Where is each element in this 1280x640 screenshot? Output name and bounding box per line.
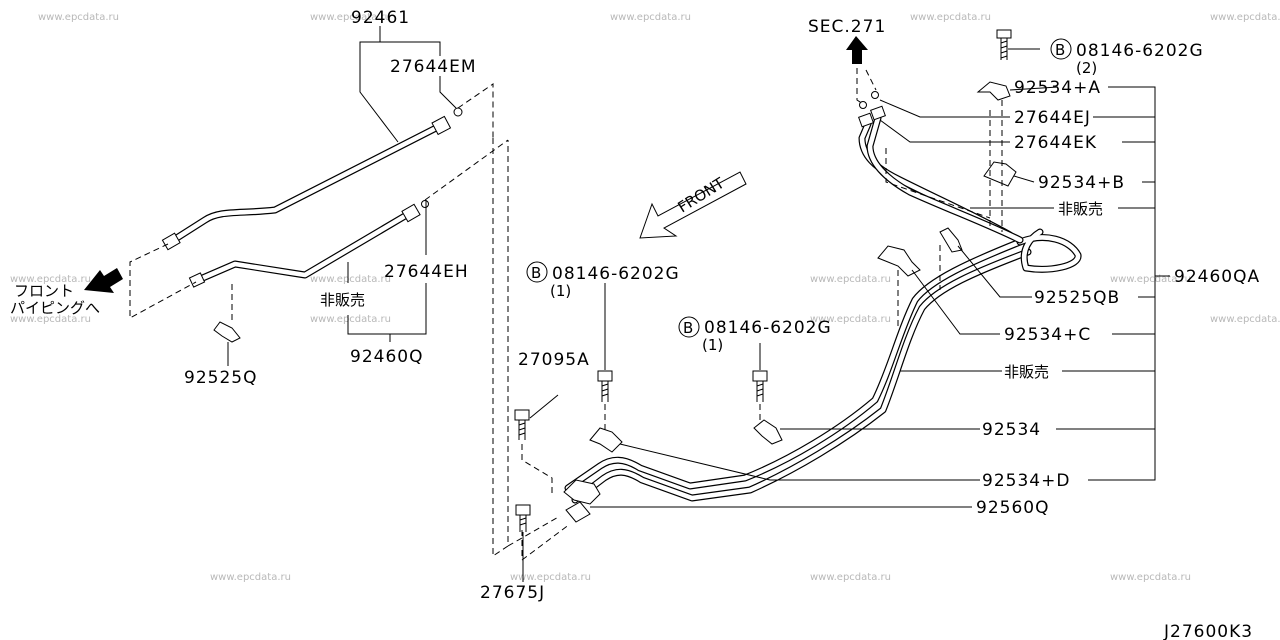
clip-icon (213, 321, 241, 343)
watermark-text: www.epcdata.ru (310, 314, 391, 325)
clip-icon (877, 245, 921, 277)
watermark-text: www.epcdata.ru (810, 314, 891, 325)
clip-icon (563, 479, 601, 505)
watermark-text: www.epcdata.ru (910, 12, 991, 23)
flare-nut-icon (858, 112, 874, 128)
label-92534-C: 92534+C (1004, 325, 1091, 345)
watermark-text: www.epcdata.ru (510, 572, 591, 583)
clip-icon (589, 427, 623, 453)
flare-nut-icon (431, 115, 452, 136)
label-bolt-mid1-qty: (1) (550, 282, 571, 300)
arrow-up-icon (846, 36, 868, 64)
label-hihanbai-left: 非販売 (320, 291, 365, 309)
clip-icon (983, 161, 1017, 187)
circle-b-marker: B (678, 316, 700, 338)
bolt-icon (597, 370, 613, 402)
label-27675J: 27675J (480, 583, 545, 603)
circle-b-marker: B (1050, 38, 1072, 60)
watermark-text: www.epcdata.ru (1210, 314, 1280, 325)
watermarks: www.epcdata.ru www.epcdata.ru www.epcdat… (10, 12, 1280, 583)
label-sec271: SEC.271 (808, 17, 886, 37)
label-92525QB: 92525QB (1034, 288, 1120, 308)
label-27644EM: 27644EM (390, 57, 477, 77)
clip-icon (753, 419, 783, 445)
watermark-text: www.epcdata.ru (1110, 572, 1191, 583)
watermark-text: www.epcdata.ru (810, 572, 891, 583)
label-hihanbai-right-1: 非販売 (1058, 200, 1103, 218)
cap-icon (453, 107, 463, 117)
label-front-piping-1: フロント (14, 282, 74, 300)
diagram-code: J27600K3 (1163, 622, 1253, 640)
label-92534-A: 92534+A (1014, 78, 1101, 98)
label-92460Q: 92460Q (350, 347, 423, 367)
label-bolt-mid2-number: 08146-6202G (704, 318, 832, 338)
watermark-text: www.epcdata.ru (810, 274, 891, 285)
label-92534: 92534 (982, 420, 1041, 440)
svg-text:B: B (683, 319, 693, 337)
label-92534-D: 92534+D (982, 471, 1070, 491)
label-27644EH: 27644EH (384, 262, 469, 282)
left-pipe-assembly (84, 26, 509, 366)
label-92534-B: 92534+B (1038, 173, 1125, 193)
circle-b-marker: B (526, 261, 548, 283)
watermark-text: www.epcdata.ru (210, 572, 291, 583)
label-front: FRONT (675, 174, 729, 217)
label-front-piping-2: パイピングへ (10, 299, 100, 317)
dashed-frame (492, 138, 509, 557)
clip-icon (976, 81, 1011, 101)
watermark-text: www.epcdata.ru (310, 12, 391, 23)
watermark-text: www.epcdata.ru (310, 274, 391, 285)
bolt-icon (996, 29, 1012, 60)
label-27644EJ: 27644EJ (1014, 108, 1091, 128)
cap-icon (421, 200, 429, 208)
svg-text:B: B (1055, 41, 1065, 59)
label-bolt-top-number: 08146-6202G (1076, 41, 1204, 61)
watermark-text: www.epcdata.ru (1110, 274, 1191, 285)
watermark-text: www.epcdata.ru (10, 274, 91, 285)
watermark-text: www.epcdata.ru (1210, 12, 1280, 23)
watermark-text: www.epcdata.ru (38, 12, 119, 23)
bolt-icon (752, 370, 768, 402)
flare-nut-icon (401, 203, 421, 223)
label-bolt-top-qty: (2) (1076, 59, 1097, 77)
label-92560Q: 92560Q (976, 498, 1049, 518)
cap-icon (859, 101, 867, 109)
cap-icon (871, 91, 879, 99)
label-bolt-mid2-qty: (1) (702, 336, 723, 354)
bolt-icon (514, 409, 530, 440)
label-27095A: 27095A (518, 350, 590, 370)
label-hihanbai-right-2: 非販売 (1004, 363, 1049, 381)
clip-icon (939, 227, 963, 253)
arrow-left-icon (84, 268, 123, 293)
label-92460QA: 92460QA (1174, 267, 1260, 287)
svg-text:B: B (531, 264, 541, 282)
label-92525Q: 92525Q (184, 368, 257, 388)
watermark-text: www.epcdata.ru (610, 12, 691, 23)
damper-icon (565, 501, 591, 523)
watermark-text: www.epcdata.ru (10, 314, 91, 325)
front-arrow: FRONT (639, 171, 747, 239)
label-92461: 92461 (351, 8, 410, 28)
flare-nut-icon (870, 105, 886, 121)
label-27644EK: 27644EK (1014, 133, 1097, 153)
right-pipe-assembly (507, 29, 1170, 582)
label-bolt-mid1-number: 08146-6202G (552, 264, 680, 284)
bolt-icon (515, 504, 531, 532)
